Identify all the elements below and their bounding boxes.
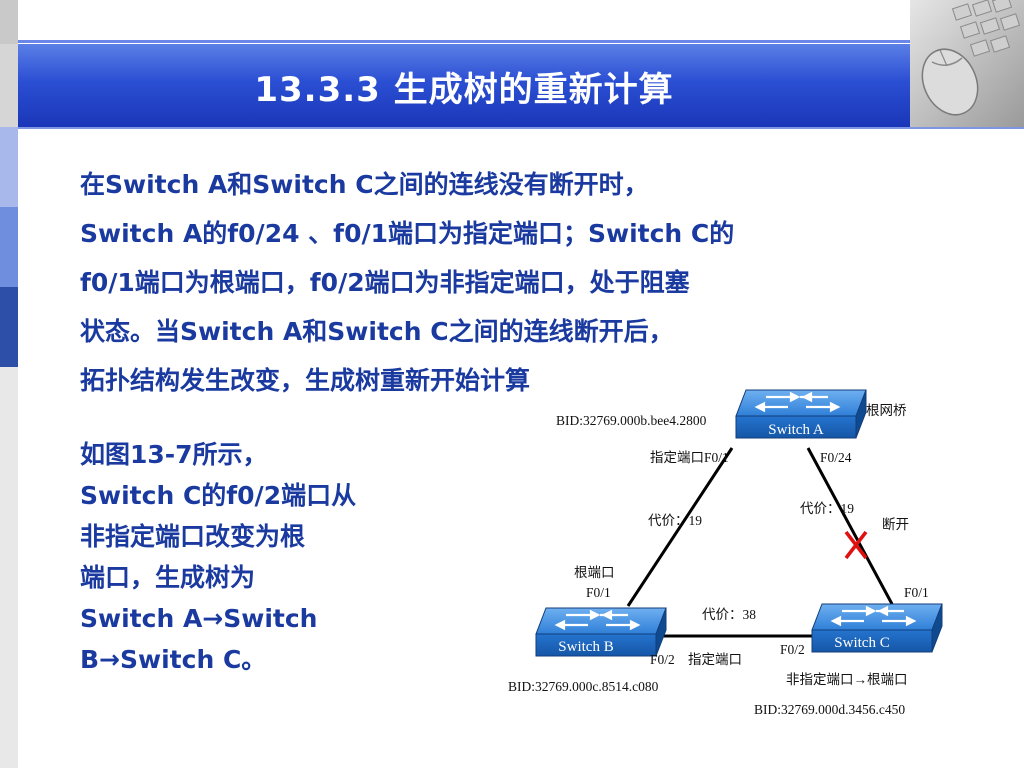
paragraph-line: 在Switch A和Switch C之间的连线没有断开时， <box>80 170 649 199</box>
title-bar: 13.3.3 生成树的重新计算 <box>18 44 910 127</box>
stripe <box>0 127 18 207</box>
keyboard-mouse-photo <box>910 0 1024 127</box>
side-note: 如图13-7所示， Switch C的f0/2端口从 非指定端口改变为根 端口，… <box>80 434 440 680</box>
page-title: 13.3.3 生成树的重新计算 <box>254 70 674 110</box>
left-stripes <box>0 0 18 768</box>
switch-c: Switch C <box>810 602 944 654</box>
switch-c-port-f02: F0/2 <box>780 642 805 657</box>
paragraph-line: 拓扑结构发生改变，生成树重新开始计算 <box>80 366 531 395</box>
side-line: 如图13-7所示， <box>80 440 268 469</box>
cost-b-c: 代价：38 <box>702 607 756 622</box>
stripe <box>0 287 18 367</box>
switch-c-port-f01: F0/1 <box>904 585 929 600</box>
switch-a: Switch A <box>734 388 868 440</box>
stripe <box>0 0 18 44</box>
stripe <box>0 207 18 287</box>
switch-b-bid: BID:32769.000c.8514.c080 <box>508 679 659 694</box>
svg-text:Switch B: Switch B <box>558 639 613 655</box>
break-label: 断开 <box>882 517 909 532</box>
side-line: 端口，生成树为 <box>80 563 256 592</box>
switch-b: Switch B <box>534 606 668 658</box>
paragraph-line: 状态。当Switch A和Switch C之间的连线断开后， <box>80 317 674 346</box>
paragraph-line: f0/1端口为根端口，f0/2端口为非指定端口，处于阻塞 <box>80 268 690 297</box>
switch-c-port-change: 非指定端口→根端口 <box>786 672 908 687</box>
topology-diagram: Switch A Switch B Switch C BID:32769.000… <box>490 382 1024 722</box>
switch-c-bid: BID:32769.000d.3456.c450 <box>754 702 905 717</box>
switch-b-port-f01: F0/1 <box>586 585 611 600</box>
switch-a-port-f01: 指定端口F0/1 <box>650 450 729 465</box>
switch-b-root-port: 根端口 <box>574 565 615 580</box>
switch-b-port-f02-role: 指定端口 <box>688 652 742 667</box>
stripe <box>0 367 18 768</box>
side-line: B→Switch C。 <box>80 645 267 674</box>
cost-a-c: 代价：19 <box>800 501 854 516</box>
switch-a-port-f024: F0/24 <box>820 450 852 465</box>
title-top-line <box>18 40 910 43</box>
svg-text:Switch C: Switch C <box>834 635 889 651</box>
side-line: Switch C的f0/2端口从 <box>80 481 357 510</box>
link-a-c <box>806 447 894 605</box>
svg-text:Switch A: Switch A <box>768 422 824 438</box>
link-a-b <box>626 447 734 607</box>
main-paragraph: 在Switch A和Switch C之间的连线没有断开时， Switch A的f… <box>80 160 910 405</box>
stripe <box>0 44 18 127</box>
switch-a-role: 根网桥 <box>866 403 907 418</box>
switch-a-bid: BID:32769.000b.bee4.2800 <box>556 413 707 428</box>
cost-a-b: 代价：19 <box>648 513 702 528</box>
switch-b-port-f02: F0/2 <box>650 652 675 667</box>
title-bottom-line <box>18 127 1024 129</box>
link-break-x-icon <box>844 530 868 560</box>
paragraph-line: Switch A的f0/24 、f0/1端口为指定端口；Switch C的 <box>80 219 735 248</box>
side-line: Switch A→Switch <box>80 604 318 633</box>
side-line: 非指定端口改变为根 <box>80 522 306 551</box>
